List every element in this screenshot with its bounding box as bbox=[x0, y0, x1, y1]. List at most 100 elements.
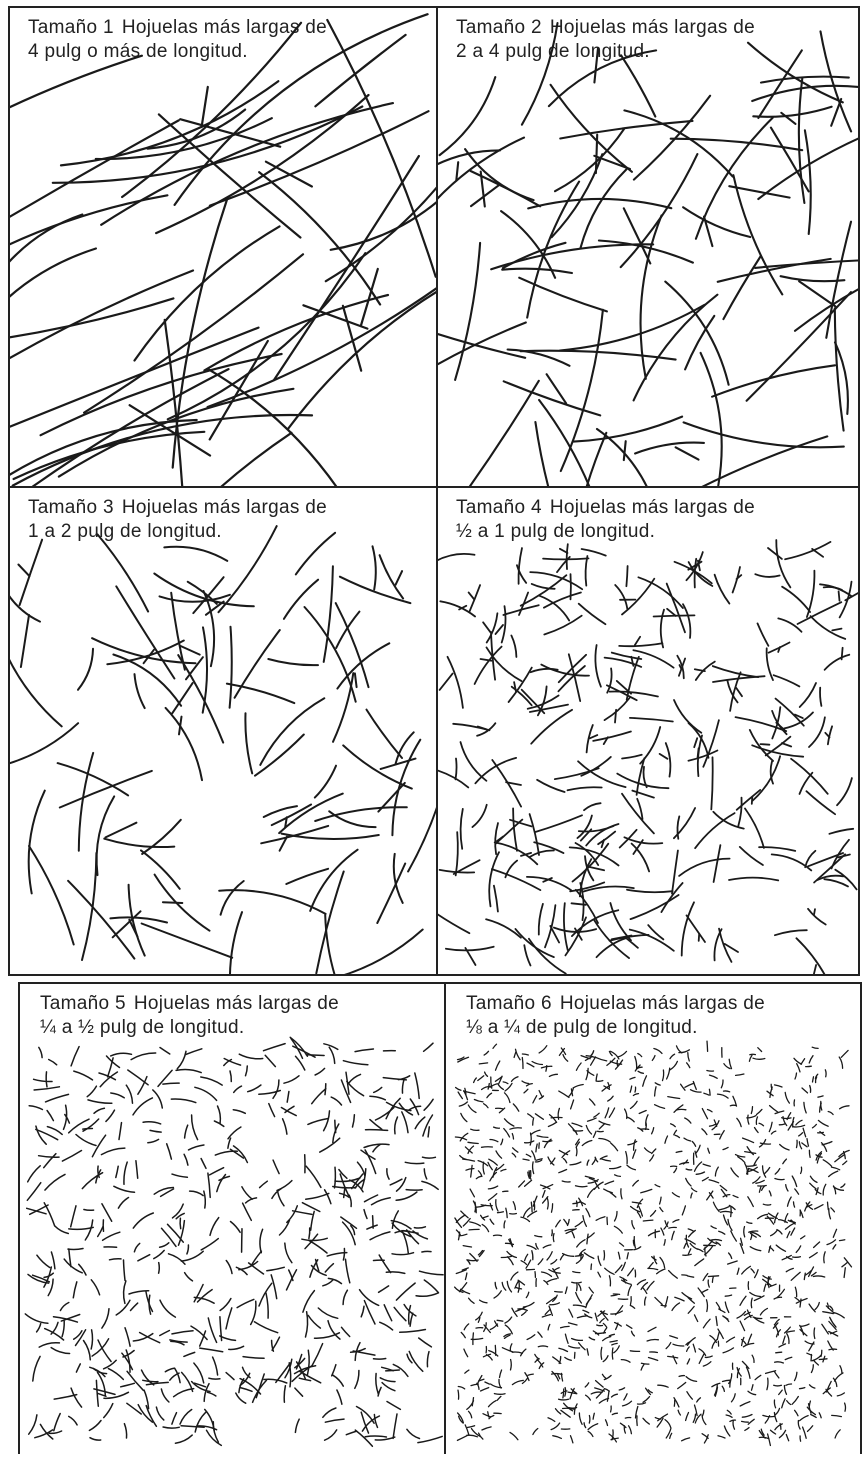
flake-stroke bbox=[837, 778, 852, 805]
flake-stroke bbox=[550, 1303, 560, 1305]
flake-stroke bbox=[793, 1257, 801, 1258]
flake-stroke bbox=[802, 1143, 807, 1147]
flake-stroke bbox=[718, 1094, 729, 1098]
flake-stroke bbox=[724, 1215, 728, 1225]
flake-stroke bbox=[128, 1070, 148, 1085]
flake-stroke bbox=[315, 1068, 325, 1075]
flake-stroke bbox=[180, 1410, 192, 1425]
flake-stroke bbox=[293, 1211, 312, 1215]
flake-stroke bbox=[335, 1167, 336, 1188]
flake-stroke bbox=[325, 1264, 333, 1272]
flake-stroke bbox=[545, 1309, 550, 1314]
flake-stroke bbox=[461, 1332, 465, 1337]
flake-stroke bbox=[184, 1352, 195, 1356]
flake-stroke bbox=[742, 1421, 749, 1422]
flake-stroke bbox=[532, 1251, 533, 1260]
flake-stroke bbox=[598, 1256, 601, 1265]
flake-stroke bbox=[323, 1408, 336, 1417]
flake-stroke bbox=[512, 1380, 523, 1384]
flake-stroke bbox=[612, 1394, 618, 1397]
flake-stroke bbox=[665, 1420, 671, 1428]
flake-stroke bbox=[471, 1129, 479, 1130]
flake-stroke bbox=[568, 787, 602, 790]
flake-branch bbox=[202, 87, 208, 127]
flake-stroke bbox=[55, 1226, 69, 1234]
flake-stroke bbox=[453, 381, 539, 488]
flake-stroke bbox=[591, 1057, 596, 1065]
flake-stroke bbox=[505, 1325, 512, 1334]
flake-stroke bbox=[37, 1324, 41, 1332]
flake-stroke bbox=[573, 1305, 585, 1307]
flake-stroke bbox=[632, 791, 654, 798]
flake-stroke bbox=[39, 1343, 59, 1347]
flake-stroke bbox=[476, 1312, 483, 1320]
flake-stroke bbox=[189, 1145, 204, 1150]
flake-stroke bbox=[678, 1383, 686, 1389]
flake-stroke bbox=[104, 1392, 128, 1398]
flake-stroke bbox=[541, 665, 589, 676]
flake-stroke bbox=[25, 1314, 48, 1323]
flake-stroke bbox=[160, 1243, 169, 1247]
flake-stroke bbox=[422, 1181, 438, 1189]
flake-stroke bbox=[474, 1100, 483, 1102]
flake-branch bbox=[130, 405, 211, 455]
flake-stroke bbox=[832, 1415, 842, 1416]
flake-stroke bbox=[759, 847, 795, 851]
flake-stroke bbox=[367, 710, 403, 758]
flake-stroke bbox=[370, 1096, 385, 1100]
flake-stroke bbox=[637, 1280, 645, 1285]
flake-stroke bbox=[463, 1246, 471, 1247]
flake-illustration bbox=[18, 982, 446, 1454]
flake-stroke bbox=[776, 1352, 782, 1353]
flake-stroke bbox=[259, 172, 380, 304]
flake-stroke bbox=[584, 803, 601, 810]
flake-stroke bbox=[676, 1151, 682, 1152]
flake-stroke bbox=[701, 353, 722, 486]
flake-stroke bbox=[329, 811, 375, 827]
flake-stroke bbox=[785, 1092, 789, 1103]
flake-stroke bbox=[343, 1290, 347, 1304]
flake-stroke bbox=[71, 1047, 79, 1066]
flake-illustration bbox=[8, 6, 438, 488]
flake-stroke bbox=[420, 1271, 444, 1275]
flake-stroke bbox=[777, 1230, 782, 1234]
flake-stroke bbox=[603, 1323, 606, 1327]
flake-stroke bbox=[91, 1280, 99, 1295]
flake-stroke bbox=[393, 1414, 397, 1438]
flake-stroke bbox=[685, 1083, 694, 1087]
flake-stroke bbox=[283, 1119, 287, 1134]
flake-stroke bbox=[695, 813, 735, 848]
flake-stroke bbox=[809, 1304, 815, 1312]
flake-stroke bbox=[331, 930, 423, 977]
flake-stroke bbox=[775, 930, 807, 935]
flake-stroke bbox=[809, 717, 825, 747]
flake-stroke bbox=[470, 1189, 474, 1197]
flake-stroke bbox=[612, 1413, 617, 1414]
flake-stroke bbox=[8, 723, 78, 768]
flake-stroke bbox=[632, 1331, 635, 1336]
flake-stroke bbox=[597, 1325, 603, 1326]
flake-stroke bbox=[98, 1227, 103, 1237]
flake-stroke bbox=[660, 1257, 665, 1267]
flake-stroke bbox=[811, 1365, 813, 1373]
flake-illustration bbox=[436, 486, 860, 976]
flake-stroke bbox=[204, 591, 215, 666]
flake-stroke bbox=[494, 1235, 502, 1236]
flake-stroke bbox=[377, 864, 405, 924]
flake-stroke bbox=[116, 1300, 130, 1315]
flake-stroke bbox=[682, 902, 694, 955]
flake-stroke bbox=[76, 1135, 96, 1146]
flake-stroke bbox=[111, 1053, 132, 1056]
flake-stroke bbox=[590, 1099, 595, 1105]
flake-stroke bbox=[309, 1228, 310, 1239]
flake-stroke bbox=[666, 1343, 671, 1349]
flake-stroke bbox=[485, 1382, 490, 1384]
flake-stroke bbox=[684, 1243, 686, 1248]
flake-branch bbox=[660, 754, 668, 759]
flake-stroke bbox=[567, 544, 568, 569]
flake-stroke bbox=[771, 1230, 778, 1235]
flake-stroke bbox=[402, 1079, 404, 1093]
flake-stroke bbox=[654, 1049, 662, 1054]
flake-stroke bbox=[494, 1127, 500, 1128]
flake-stroke bbox=[733, 1420, 734, 1429]
